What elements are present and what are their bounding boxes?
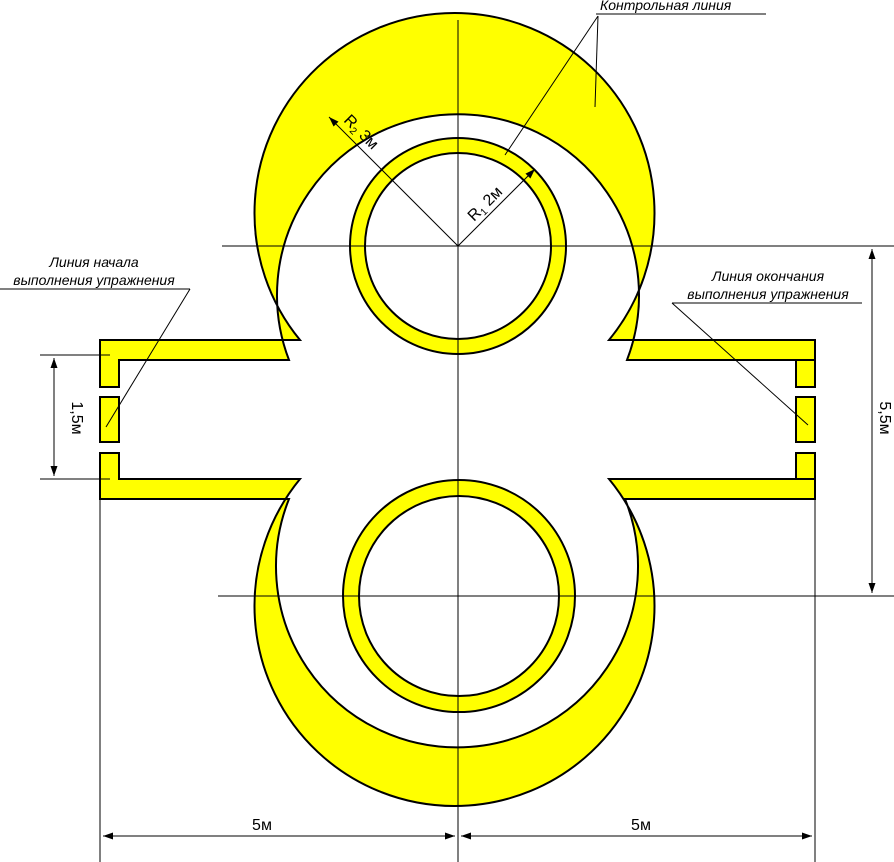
right-half-dim-label: 5м [631,817,651,834]
finish-gate-dash [795,396,816,443]
start-line-leader [105,288,191,428]
radius-r2-line [328,116,459,247]
radius-r1-label: R1 2м [465,183,508,226]
finish-line-label-2: выполнения упражнения [687,286,849,302]
control-line-label: Контрольная линия [600,0,732,13]
left-half-dim-label: 5м [252,817,272,834]
centers-dim-label: 5,5м [876,401,893,434]
finish-gate-dash-bottom [795,452,816,480]
control-line-leader-1 [594,15,599,108]
finish-line-label-1: Линия окончания [711,268,825,284]
start-gate-dash [99,396,120,443]
start-line-label-2: выполнения упражнения [13,272,175,288]
gate-dim-label: 1,5м [68,401,85,434]
start-line-label-1: Линия начала [48,254,139,270]
control-line-leader-2 [504,15,599,156]
finish-line-leader [671,302,809,426]
radius-r1-line [457,168,536,247]
outer-track-band [99,12,816,807]
finish-gate-dash-top [795,359,816,388]
